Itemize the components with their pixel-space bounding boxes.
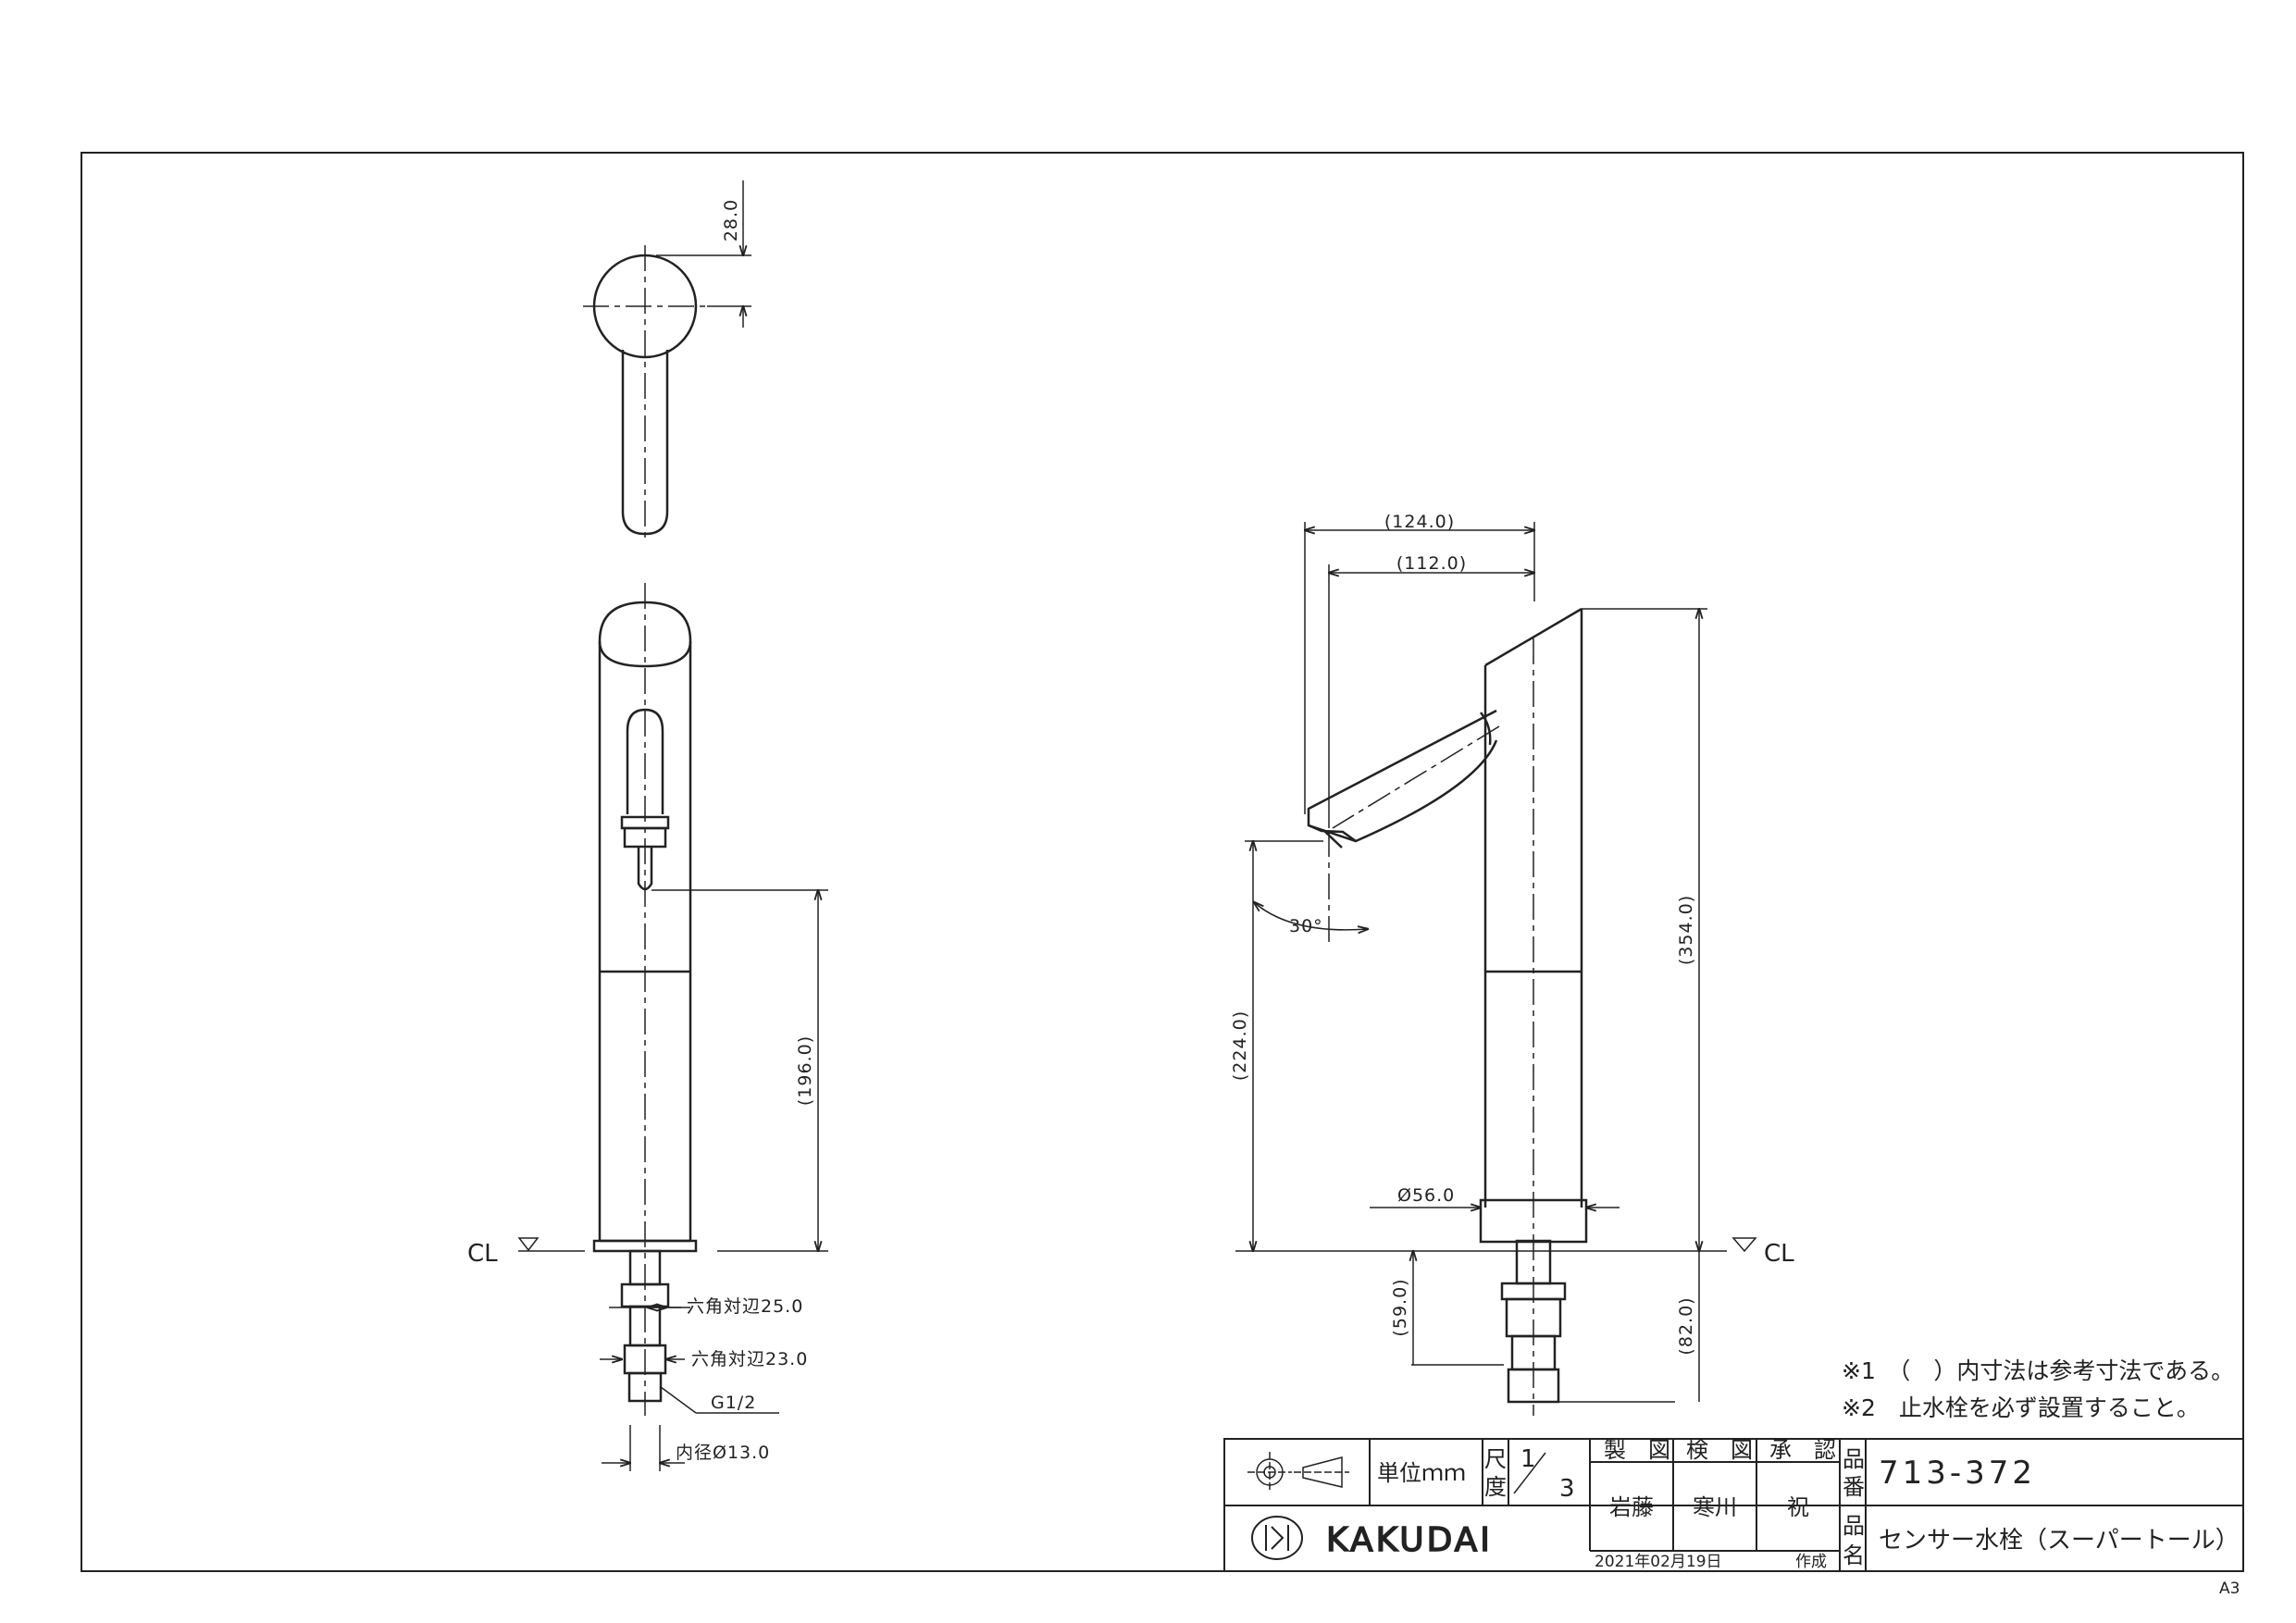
scale-den: 3 [1559,1475,1575,1503]
cl-label-right: CL [1764,1240,1794,1268]
hin-label-2: 品 [1843,1513,1865,1539]
kakudai-logo [1251,1516,1303,1560]
scale-label-1: 尺 [1484,1446,1507,1472]
dim-59: (59.0) [1390,1278,1410,1336]
checked-by: 寒川 [1693,1494,1737,1520]
made-by: 岩藤 [1609,1494,1654,1520]
front-view [517,583,828,1471]
date: 2021年02月19日 [1595,1553,1722,1571]
part-number: 713-372 [1879,1455,2036,1492]
brand-wordmark: KAKUDAI [1326,1521,1493,1559]
dim-354: (354.0) [1676,895,1696,965]
dim-224: (224.0) [1230,1010,1250,1081]
dim-196: (196.0) [795,1035,815,1106]
note-1: ※1 （ ）内寸法は参考寸法である。 [1842,1357,2234,1384]
projection-symbol [1247,1452,1349,1493]
title-block [1223,1438,2244,1572]
mei-label: 名 [1843,1542,1865,1568]
dim-112: (112.0) [1396,553,1467,574]
col-check: 検 図 [1686,1437,1753,1463]
note-2: ※2 止水栓を必ず設置すること。 [1842,1394,2200,1421]
top-view [583,180,751,539]
scale-num: 1 [1520,1445,1536,1473]
dim-thread: G1/2 [711,1393,756,1413]
col-approve: 承 認 [1769,1437,1836,1463]
sheet-border [81,152,2244,1572]
dim-inner-dia: 内径Ø13.0 [676,1443,770,1463]
col-made: 製 図 [1604,1437,1670,1463]
ban-label: 番 [1843,1474,1865,1500]
approved-by: 祝 [1787,1494,1809,1520]
unit-label: 単位ｍｍ [1377,1460,1466,1486]
scale-label-2: 度 [1484,1474,1507,1500]
dim-28: 28.0 [721,199,741,242]
part-name: センサー水栓（スーパートール） [1879,1527,2240,1555]
hin-label-1: 品 [1843,1446,1865,1472]
dim-124: (124.0) [1384,512,1455,532]
dim-dia-56: Ø56.0 [1397,1185,1455,1206]
sheet-size: A3 [2219,1580,2240,1598]
dim-angle-30: 30° [1289,916,1323,936]
side-view [1235,522,1757,1416]
dim-hex-25: 六角対辺25.0 [687,1296,803,1317]
dim-82: (82.0) [1676,1296,1696,1355]
created-label: 作成 [1795,1553,1827,1571]
cl-label-left: CL [467,1240,498,1268]
dim-hex-23: 六角対辺23.0 [691,1349,808,1369]
